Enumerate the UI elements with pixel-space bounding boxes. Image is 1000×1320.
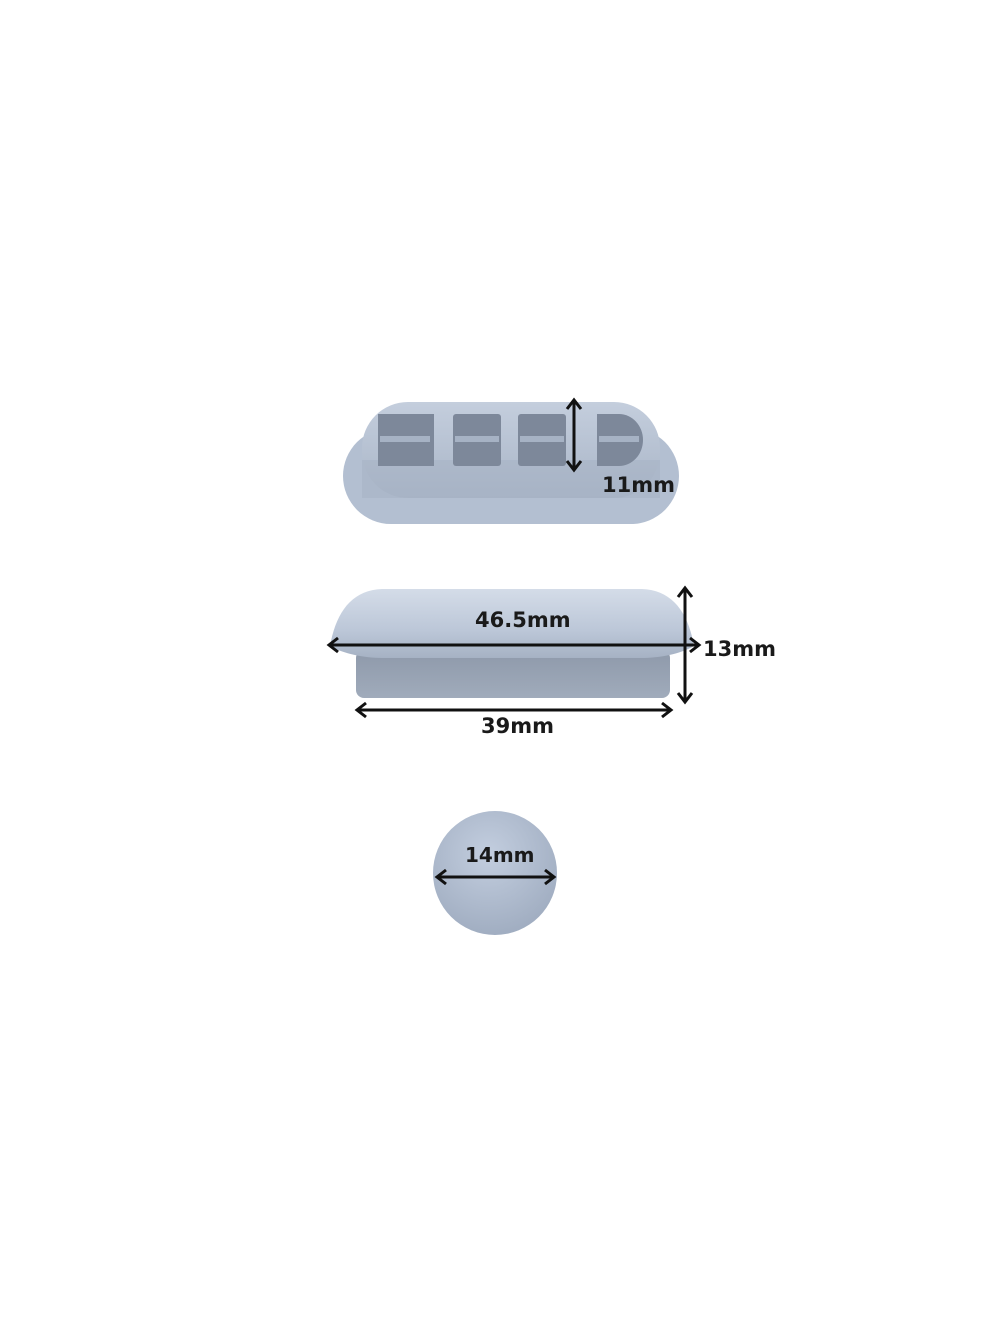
- height-arrow-13mm: [676, 585, 694, 705]
- dimension-label-39mm: 39mm: [481, 714, 554, 738]
- height-arrow-11mm: [565, 397, 583, 473]
- diameter-arrow-14mm: [434, 868, 557, 886]
- width-arrow-39mm: [354, 701, 674, 719]
- side-view-piece: [330, 589, 694, 698]
- dimension-label-11mm: 11mm: [602, 473, 675, 497]
- round-bumper-piece: [433, 811, 557, 935]
- top-view-piece: [343, 402, 679, 524]
- dimension-label-13mm: 13mm: [703, 637, 776, 661]
- dimension-label-14mm: 14mm: [465, 843, 535, 867]
- width-arrow-46-5mm: [326, 636, 702, 654]
- dimension-label-46-5mm: 46.5mm: [475, 608, 571, 632]
